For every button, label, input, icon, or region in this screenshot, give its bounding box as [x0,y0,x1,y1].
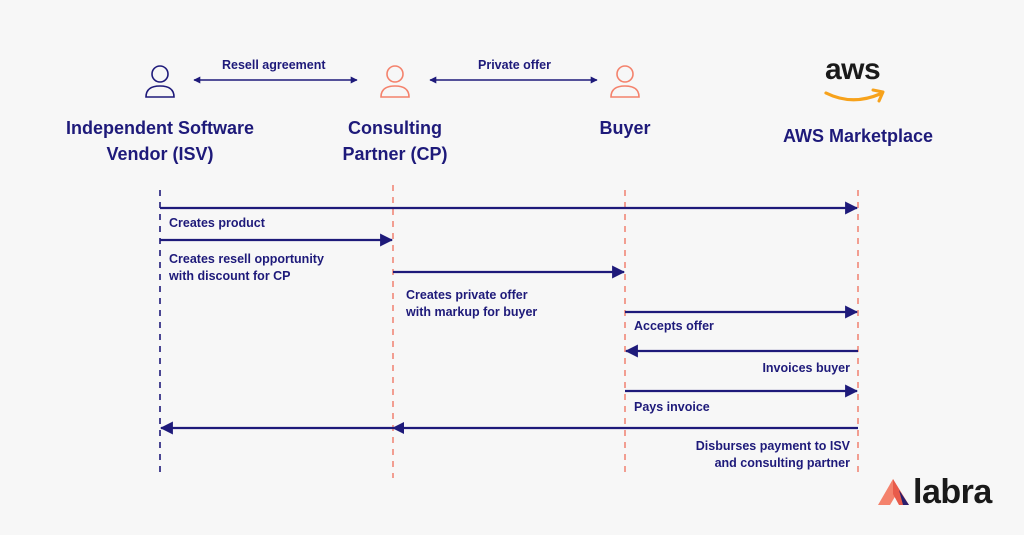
aws-smile-icon [824,88,885,103]
labra-logo-mark [878,479,909,505]
private-offer-label: Private offer [478,58,551,72]
aws-logo-text: aws [825,53,881,86]
creates-resell-label-1: Creates resell opportunity [169,252,324,266]
aws-marketplace-name: AWS Marketplace [782,126,934,146]
resell-agreement-label: Resell agreement [222,58,326,72]
isv-name: Independent Software Vendor (ISV) [65,118,254,164]
disburses-label-1: Disburses payment to ISV [695,439,850,453]
cp-person-icon [380,65,410,98]
cp-name: Consulting Partner (CP) [342,118,448,164]
buyer-person-icon [610,65,640,98]
disburses-cp-arrowhead [392,422,404,434]
accepts-offer-label: Accepts offer [634,319,714,333]
pays-invoice-label: Pays invoice [634,400,710,414]
isv-person-icon [145,65,175,98]
creates-product-label: Creates product [169,216,265,230]
private-offer-msg-label-2: with markup for buyer [406,305,538,319]
buyer-name: Buyer [599,118,651,138]
disburses-label-2: and consulting partner [714,456,850,470]
creates-resell-label-2: with discount for CP [169,269,291,283]
labra-wordmark: labra [913,473,992,511]
invoices-buyer-label: Invoices buyer [762,361,850,375]
private-offer-msg-label-1: Creates private offer [406,288,528,302]
